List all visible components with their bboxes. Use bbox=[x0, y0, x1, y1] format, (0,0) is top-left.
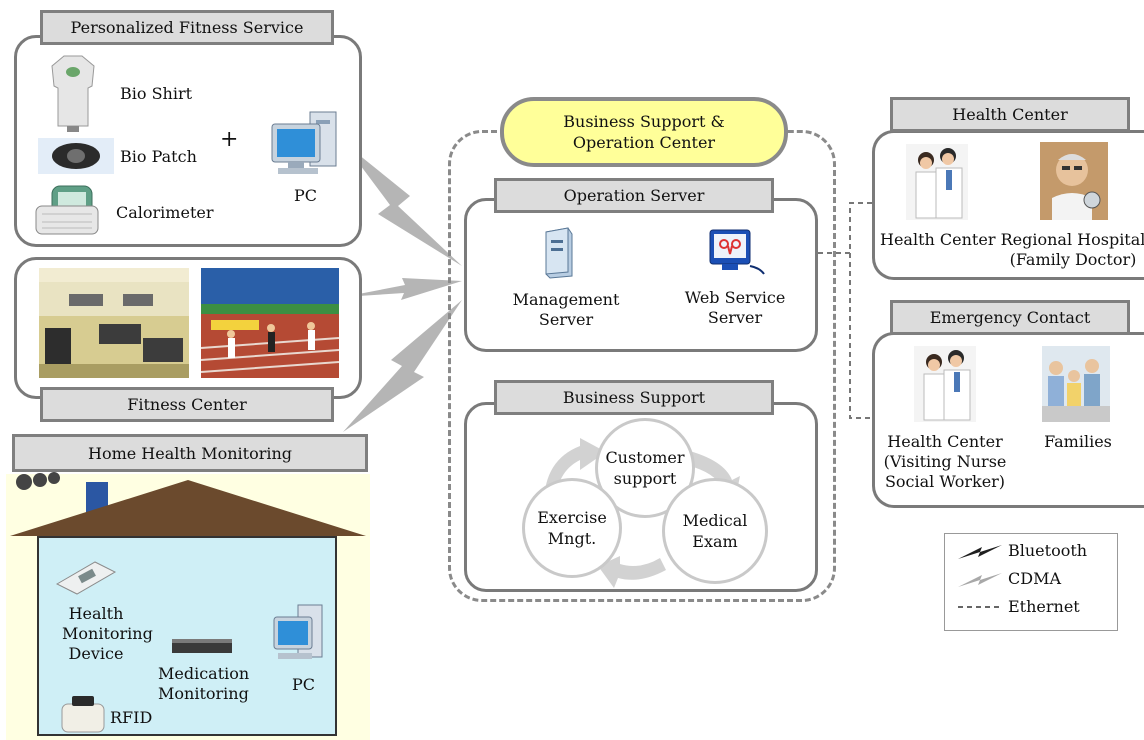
server-icon bbox=[545, 227, 573, 279]
rfid-label: RFID bbox=[110, 708, 153, 727]
families-photo bbox=[1042, 346, 1110, 422]
bio-patch-label: Bio Patch bbox=[120, 147, 197, 166]
home-health-title: Home Health Monitoring bbox=[12, 434, 368, 472]
bsoc-header: Business Support & Operation Center bbox=[500, 97, 788, 167]
health-center-label: Health Center bbox=[880, 230, 996, 249]
legend-bluetooth: Bluetooth bbox=[1008, 541, 1088, 560]
ethernet-dash-icon bbox=[958, 606, 1002, 608]
exercise-mngt-node: Exercise Mngt. bbox=[522, 478, 622, 578]
regional-hospital-label: Regional Hospital (Family Doctor) bbox=[1000, 230, 1144, 269]
visiting-nurse-label: Health Center (Visiting Nurse Social Wor… bbox=[883, 432, 1007, 491]
gym-photo bbox=[39, 268, 189, 378]
calorimeter-label: Calorimeter bbox=[116, 203, 214, 222]
bluetooth-lightning-icon bbox=[958, 545, 1002, 559]
families-label: Families bbox=[1044, 432, 1112, 451]
fitness-service-title: Personalized Fitness Service bbox=[40, 10, 334, 45]
operation-server-panel bbox=[464, 198, 818, 352]
health-center-title: Health Center bbox=[890, 97, 1130, 132]
legend-cdma: CDMA bbox=[1008, 569, 1062, 588]
pc-icon bbox=[273, 604, 323, 659]
doctors-photo bbox=[906, 144, 968, 220]
plus-sign: + bbox=[220, 127, 239, 152]
visiting-nurse-photo bbox=[914, 346, 976, 422]
fitness-center-title: Fitness Center bbox=[40, 387, 334, 422]
operation-server-title: Operation Server bbox=[494, 178, 774, 213]
pc-label-fitness: PC bbox=[294, 186, 318, 205]
ethernet-link-emergency bbox=[849, 253, 873, 419]
medication-monitoring-image bbox=[172, 639, 232, 653]
web-service-server-label: Web Service Server bbox=[684, 288, 786, 327]
ethernet-link-health-center bbox=[818, 202, 873, 254]
bio-shirt-label: Bio Shirt bbox=[120, 84, 193, 103]
legend-ethernet: Ethernet bbox=[1008, 597, 1080, 616]
pc-label-home: PC bbox=[292, 675, 316, 694]
family-doctor-photo bbox=[1040, 142, 1108, 220]
emergency-contact-title: Emergency Contact bbox=[890, 300, 1130, 335]
health-monitoring-device-image bbox=[55, 561, 117, 595]
house-roof bbox=[10, 472, 366, 536]
cdma-link-home-health bbox=[343, 300, 462, 432]
cdma-link-fitness-center bbox=[343, 278, 462, 300]
bio-patch-image bbox=[38, 138, 114, 174]
rfid-reader-image bbox=[61, 696, 105, 733]
cdma-link-fitness-service bbox=[343, 142, 462, 266]
pc-icon bbox=[271, 111, 337, 174]
medical-exam-node: Medical Exam bbox=[662, 478, 768, 584]
management-server-label: Management Server bbox=[512, 290, 620, 329]
health-monitoring-device-label: Health Monitoring Device bbox=[62, 604, 153, 663]
bio-shirt-image bbox=[51, 55, 95, 132]
cdma-lightning-icon bbox=[958, 573, 1002, 587]
web-service-monitor-icon bbox=[709, 229, 765, 275]
calorimeter-image bbox=[35, 185, 99, 235]
medication-monitoring-label: Medication Monitoring bbox=[158, 664, 250, 703]
business-support-title: Business Support bbox=[494, 380, 774, 415]
track-photo bbox=[200, 268, 340, 378]
